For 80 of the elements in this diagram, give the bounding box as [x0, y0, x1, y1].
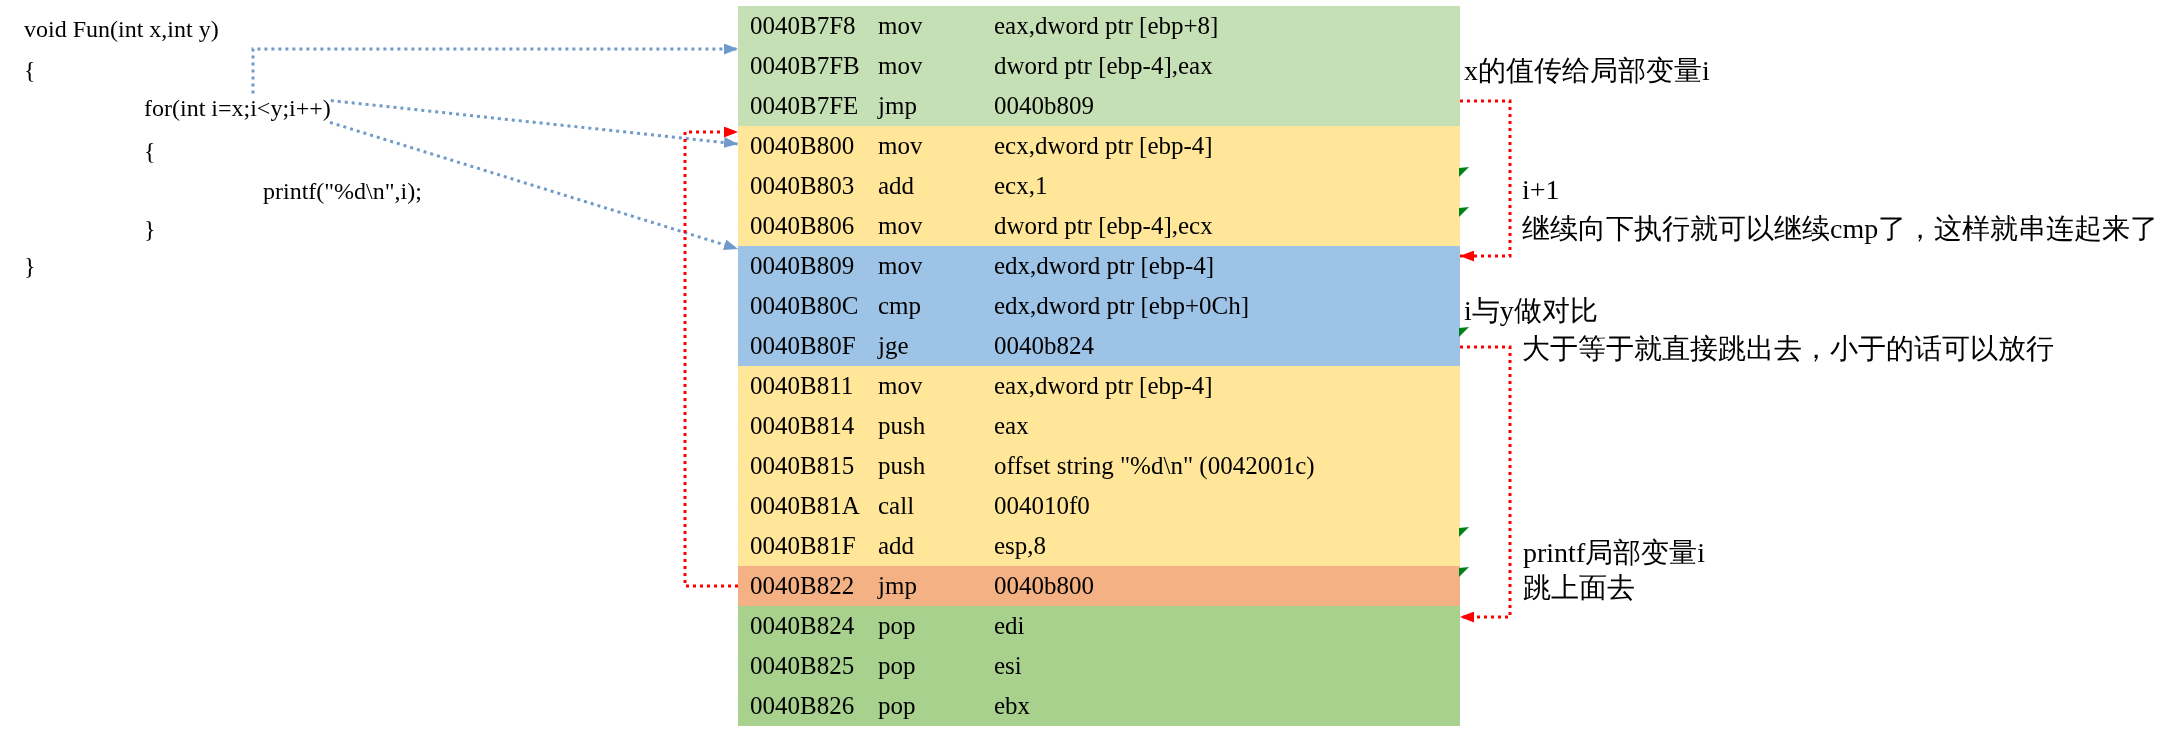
mnemonic-text: call: [878, 491, 915, 521]
code-line: for(int i=x;i<y;i++): [144, 93, 331, 123]
mnemonic-text: jmp: [878, 91, 917, 121]
operand-text: edi: [994, 611, 1025, 641]
address-text: 0040B80F: [750, 331, 856, 361]
operand-text: 004010f0: [994, 491, 1090, 521]
instruction-band: [738, 6, 1460, 126]
mnemonic-text: add: [878, 171, 915, 201]
address-text: 0040B814: [750, 411, 855, 441]
address-text: 0040B826: [750, 691, 855, 721]
address-text: 0040B825: [750, 651, 855, 681]
dotted-arrow: [329, 120, 739, 251]
address-text: 0040B806: [750, 211, 855, 241]
mnemonic-text: mov: [878, 251, 923, 281]
mnemonic-text: pop: [878, 691, 916, 721]
address-text: 0040B80C: [750, 291, 859, 321]
address-text: 0040B809: [750, 251, 855, 281]
operand-text: eax,dword ptr [ebp-4]: [994, 371, 1213, 401]
annotation-text: 继续向下执行就可以继续cmp了，这样就串连起来了: [1522, 212, 2159, 246]
dotted-arrow: [330, 99, 739, 148]
address-text: 0040B7FB: [750, 51, 860, 81]
code-line: }: [24, 251, 36, 281]
operand-text: esi: [994, 651, 1022, 681]
address-text: 0040B81A: [750, 491, 860, 521]
address-text: 0040B7F8: [750, 11, 856, 41]
annotation-text: printf局部变量i: [1523, 536, 1705, 570]
operand-text: 0040b809: [994, 91, 1094, 121]
mnemonic-text: mov: [878, 371, 923, 401]
code-line: }: [144, 214, 156, 244]
annotation-text: i+1: [1522, 173, 1560, 207]
operand-text: ebx: [994, 691, 1031, 721]
mnemonic-text: pop: [878, 651, 916, 681]
operand-text: ecx,1: [994, 171, 1048, 201]
address-text: 0040B7FE: [750, 91, 859, 121]
mnemonic-text: cmp: [878, 291, 922, 321]
code-line: printf("%d\n",i);: [263, 176, 422, 206]
dotted-arrow: [251, 43, 738, 94]
annotation-text: i与y做对比: [1464, 294, 1598, 328]
operand-text: 0040b800: [994, 571, 1094, 601]
instruction-band: [738, 246, 1460, 366]
dotted-arrow: [1460, 345, 1512, 623]
mnemonic-text: mov: [878, 131, 923, 161]
mnemonic-text: mov: [878, 211, 923, 241]
operand-text: edx,dword ptr [ebp+0Ch]: [994, 291, 1250, 321]
mnemonic-text: pop: [878, 611, 916, 641]
address-text: 0040B822: [750, 571, 855, 601]
operand-text: 0040b824: [994, 331, 1094, 361]
operand-text: eax,dword ptr [ebp+8]: [994, 11, 1219, 41]
operand-text: dword ptr [ebp-4],eax: [994, 51, 1213, 81]
address-text: 0040B815: [750, 451, 855, 481]
address-text: 0040B824: [750, 611, 855, 641]
operand-text: esp,8: [994, 531, 1047, 561]
operand-text: dword ptr [ebp-4],ecx: [994, 211, 1213, 241]
instruction-band: [738, 606, 1460, 726]
mnemonic-text: jmp: [878, 571, 917, 601]
instruction-band: [738, 366, 1460, 566]
mnemonic-text: mov: [878, 51, 923, 81]
mnemonic-text: jge: [878, 331, 909, 361]
mnemonic-text: add: [878, 531, 915, 561]
mnemonic-text: push: [878, 411, 926, 441]
annotation-text: x的值传给局部变量i: [1464, 54, 1710, 88]
operand-text: edx,dword ptr [ebp-4]: [994, 251, 1215, 281]
instruction-band: [738, 566, 1460, 606]
dotted-arrow: [1460, 99, 1512, 262]
operand-text: ecx,dword ptr [ebp-4]: [994, 131, 1213, 161]
address-text: 0040B803: [750, 171, 855, 201]
address-text: 0040B800: [750, 131, 855, 161]
annotation-text: 大于等于就直接跳出去，小于的话可以放行: [1522, 332, 2054, 366]
operand-text: offset string "%d\n" (0042001c): [994, 451, 1315, 481]
code-line: {: [144, 136, 156, 166]
mnemonic-text: push: [878, 451, 926, 481]
address-text: 0040B811: [750, 371, 854, 401]
code-line: {: [24, 55, 36, 85]
annotation-text: 跳上面去: [1523, 571, 1635, 605]
operand-text: eax: [994, 411, 1029, 441]
address-text: 0040B81F: [750, 531, 856, 561]
code-line: void Fun(int x,int y): [24, 14, 219, 44]
mnemonic-text: mov: [878, 11, 923, 41]
dotted-arrow: [683, 126, 738, 588]
instruction-band: [738, 126, 1460, 246]
